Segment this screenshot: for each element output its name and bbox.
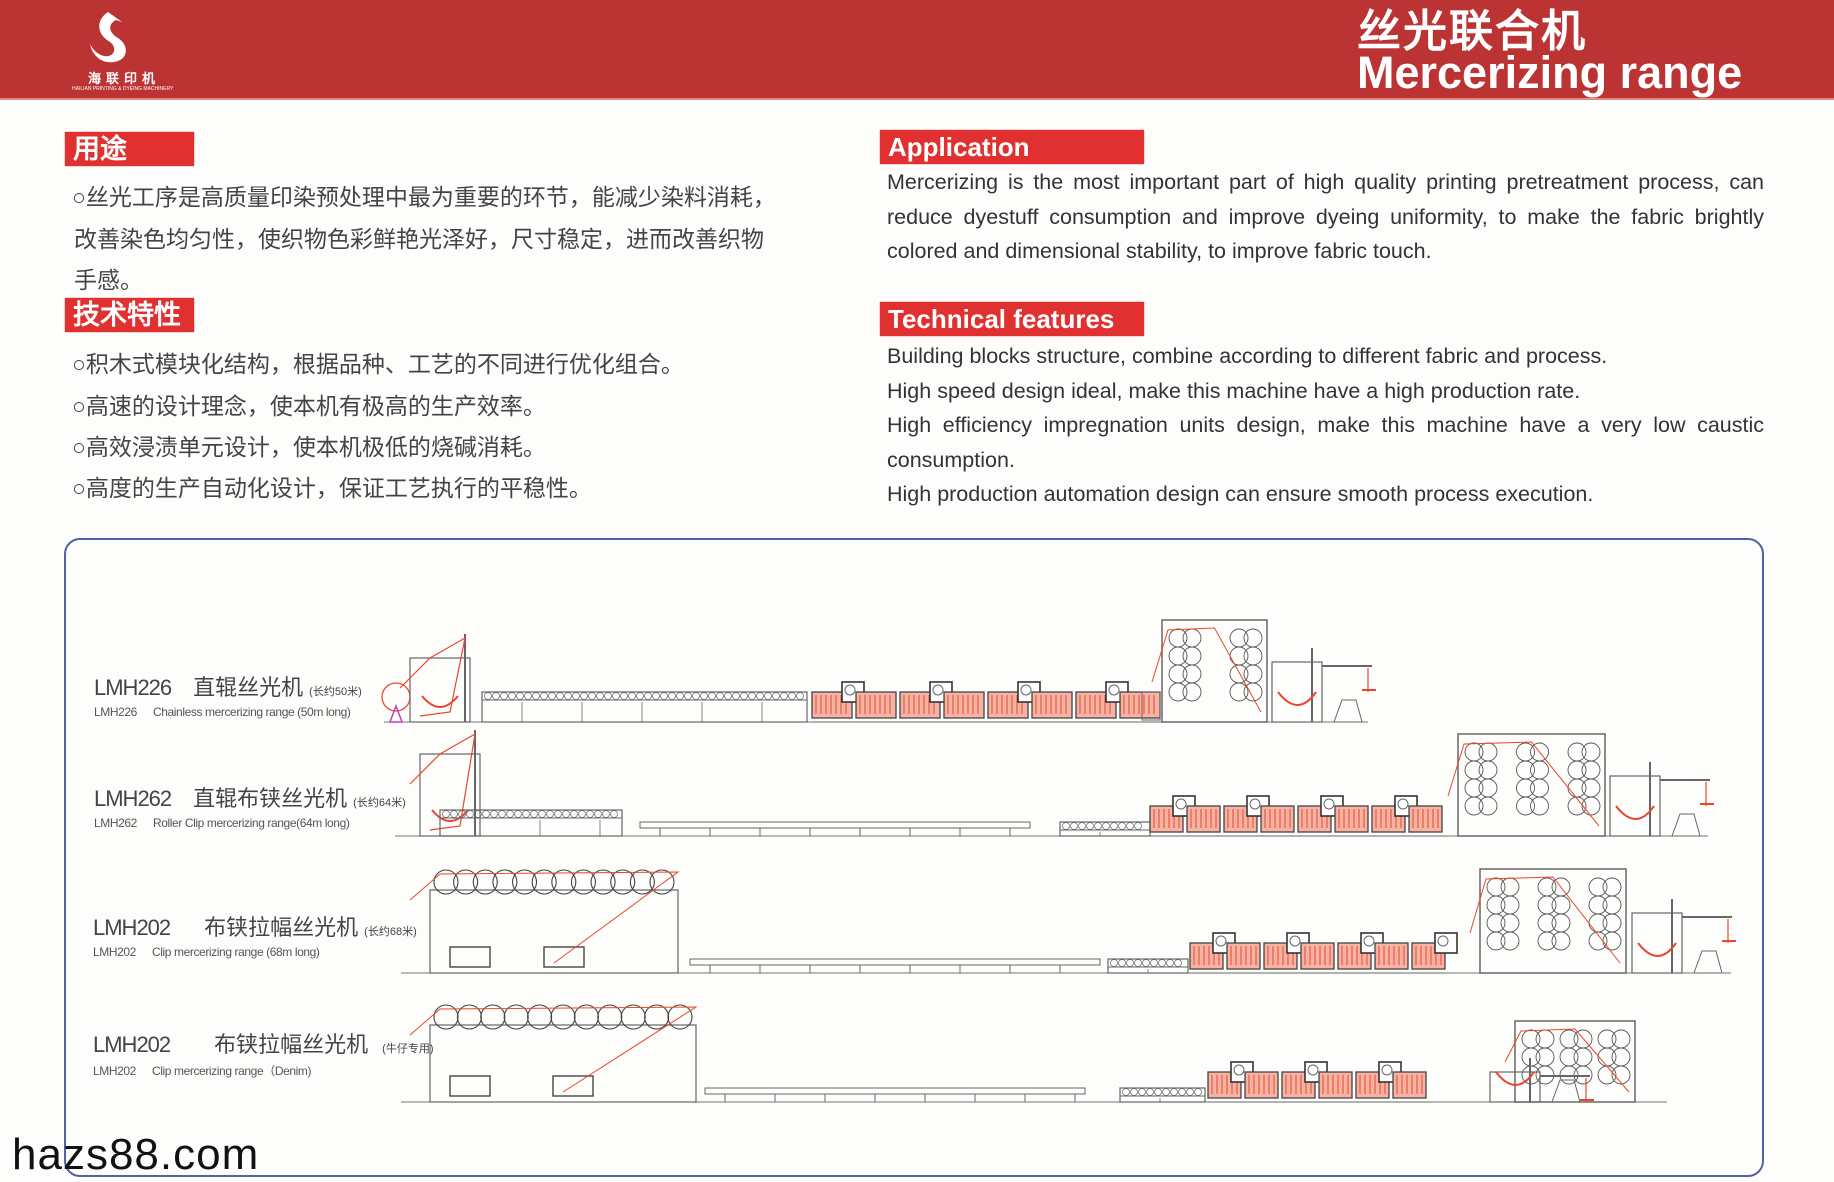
- company-logo: 海联印机 HAILIAN PRINTING & DYEING MACHINERY: [70, 8, 190, 94]
- drying-cylinder-tower: [1151, 619, 1268, 723]
- entry-frame: [399, 634, 471, 723]
- feature-line-cn: ○高度的生产自动化设计，保证工艺执行的平稳性。: [72, 475, 592, 501]
- stenter-range: [1119, 1087, 1206, 1103]
- feature-line-en: High production automation design can en…: [887, 482, 1594, 506]
- application-text: Mercerizing is the most important part o…: [887, 165, 1764, 269]
- feature-line-en: High speed design ideal, make this machi…: [887, 378, 1581, 403]
- clip-chain-rail: [704, 1087, 1086, 1102]
- features-text-en: Building blocks structure, combine accor…: [887, 339, 1764, 512]
- machines-panel: [64, 538, 1764, 1177]
- machine-model-en: LMH202: [93, 1064, 136, 1078]
- machine-name-en: Roller Clip mercerizing range(64m long): [152, 816, 350, 830]
- feature-line-en: Building blocks structure, combine accor…: [887, 344, 1608, 368]
- machine-model: LMH226: [94, 675, 172, 700]
- feature-line-cn: ○高效浸渍单元设计，使本机极低的烧碱消耗。: [72, 434, 546, 460]
- wash-boxes: [811, 681, 1164, 723]
- drying-cylinder-tower: [1504, 1020, 1636, 1103]
- machine-name-en: Chainless mercerizing range (50m long): [152, 705, 351, 719]
- machine-model: LMH202: [93, 915, 171, 940]
- feature-line-en: consumption.: [887, 447, 1015, 472]
- machine-length: (长约50米): [309, 686, 362, 698]
- exit-batcher: [1271, 648, 1376, 723]
- cylinder-drum-section: [409, 869, 680, 974]
- drying-cylinder-tower: [1447, 733, 1606, 837]
- exit-batcher: [1489, 1058, 1594, 1103]
- machine-length: (牛仔专用): [382, 1043, 434, 1055]
- usage-line: 改善染色均匀性，使织物色彩鲜艳光泽好，尺寸稳定，进而改善织物: [74, 226, 764, 252]
- machine-name-en: Clip mercerizing range（Denim): [151, 1064, 312, 1078]
- application-section-tag: Application: [880, 130, 1144, 164]
- logo-chinese-text: 海联印机: [88, 71, 161, 86]
- padder-unit: [1141, 691, 1161, 721]
- machine-length: (长约64米): [353, 797, 406, 809]
- watermark-text: hazs88.com: [12, 1130, 260, 1179]
- feature-line-en: High efficiency impregnation units desig…: [887, 413, 1764, 437]
- usage-line: ○丝光工序是高质量印染预处理中最为重要的环节，能减少染料消耗，: [72, 184, 776, 210]
- stenter-range: [1059, 821, 1151, 837]
- machine-model: LMH262: [94, 786, 172, 811]
- usage-line: 手感。: [74, 267, 143, 293]
- stenter-range: [1107, 958, 1189, 974]
- machine-name-cn: 布铗拉幅丝光机: [214, 1032, 369, 1057]
- feature-line-cn: ○高速的设计理念，使本机有极高的生产效率。: [72, 393, 546, 419]
- clip-chain-rail: [639, 821, 1031, 836]
- machine-model-en: LMH202: [93, 945, 136, 959]
- usage-section-tag: 用途: [65, 132, 194, 166]
- header-banner: 海联印机 HAILIAN PRINTING & DYEING MACHINERY…: [0, 0, 1834, 100]
- machine-length: (长约68米): [364, 926, 417, 938]
- wash-boxes: [1189, 932, 1458, 974]
- machine-model-en: LMH262: [94, 816, 137, 830]
- application-line: reduce dyestuff consumption and improve …: [887, 204, 1764, 229]
- swan-logo-icon: [90, 12, 126, 63]
- wash-boxes: [1149, 795, 1446, 837]
- wash-boxes: [1207, 1061, 1430, 1103]
- clip-chain-rail: [689, 958, 1101, 973]
- application-line: colored and dimensional stability, to im…: [887, 239, 1432, 263]
- cylinder-drum-section: [409, 1004, 698, 1103]
- stenter-range: [481, 691, 808, 723]
- feature-line-cn: ○积木式模块化结构，根据品种、工艺的不同进行优化组合。: [72, 351, 684, 377]
- features-section-tag-cn: 技术特性: [65, 298, 194, 332]
- machine-name-cn: 直辊布铗丝光机: [193, 786, 348, 811]
- machine-name-cn: 布铗拉幅丝光机: [204, 915, 359, 940]
- application-line: Mercerizing is the most important part o…: [887, 170, 1764, 194]
- entry-frame: [409, 730, 481, 837]
- exit-batcher: [1609, 762, 1714, 837]
- page-title-chinese: 丝光联合机: [1357, 7, 1587, 56]
- machine-name-en: Clip mercerizing range (68m long): [151, 945, 320, 959]
- machine-model: LMH202: [93, 1032, 171, 1057]
- drying-cylinder-tower: [1469, 868, 1627, 974]
- roll-stand-icon: [388, 703, 404, 723]
- exit-batcher: [1631, 899, 1736, 974]
- machine-name-cn: 直辊丝光机: [193, 675, 304, 700]
- stenter-range: [439, 809, 623, 837]
- page-title-english: Mercerizing range: [1357, 47, 1743, 98]
- logo-english-text: HAILIAN PRINTING & DYEING MACHINERY: [72, 86, 174, 92]
- features-section-tag-en: Technical features: [880, 302, 1144, 336]
- machine-model-en: LMH226: [94, 705, 137, 719]
